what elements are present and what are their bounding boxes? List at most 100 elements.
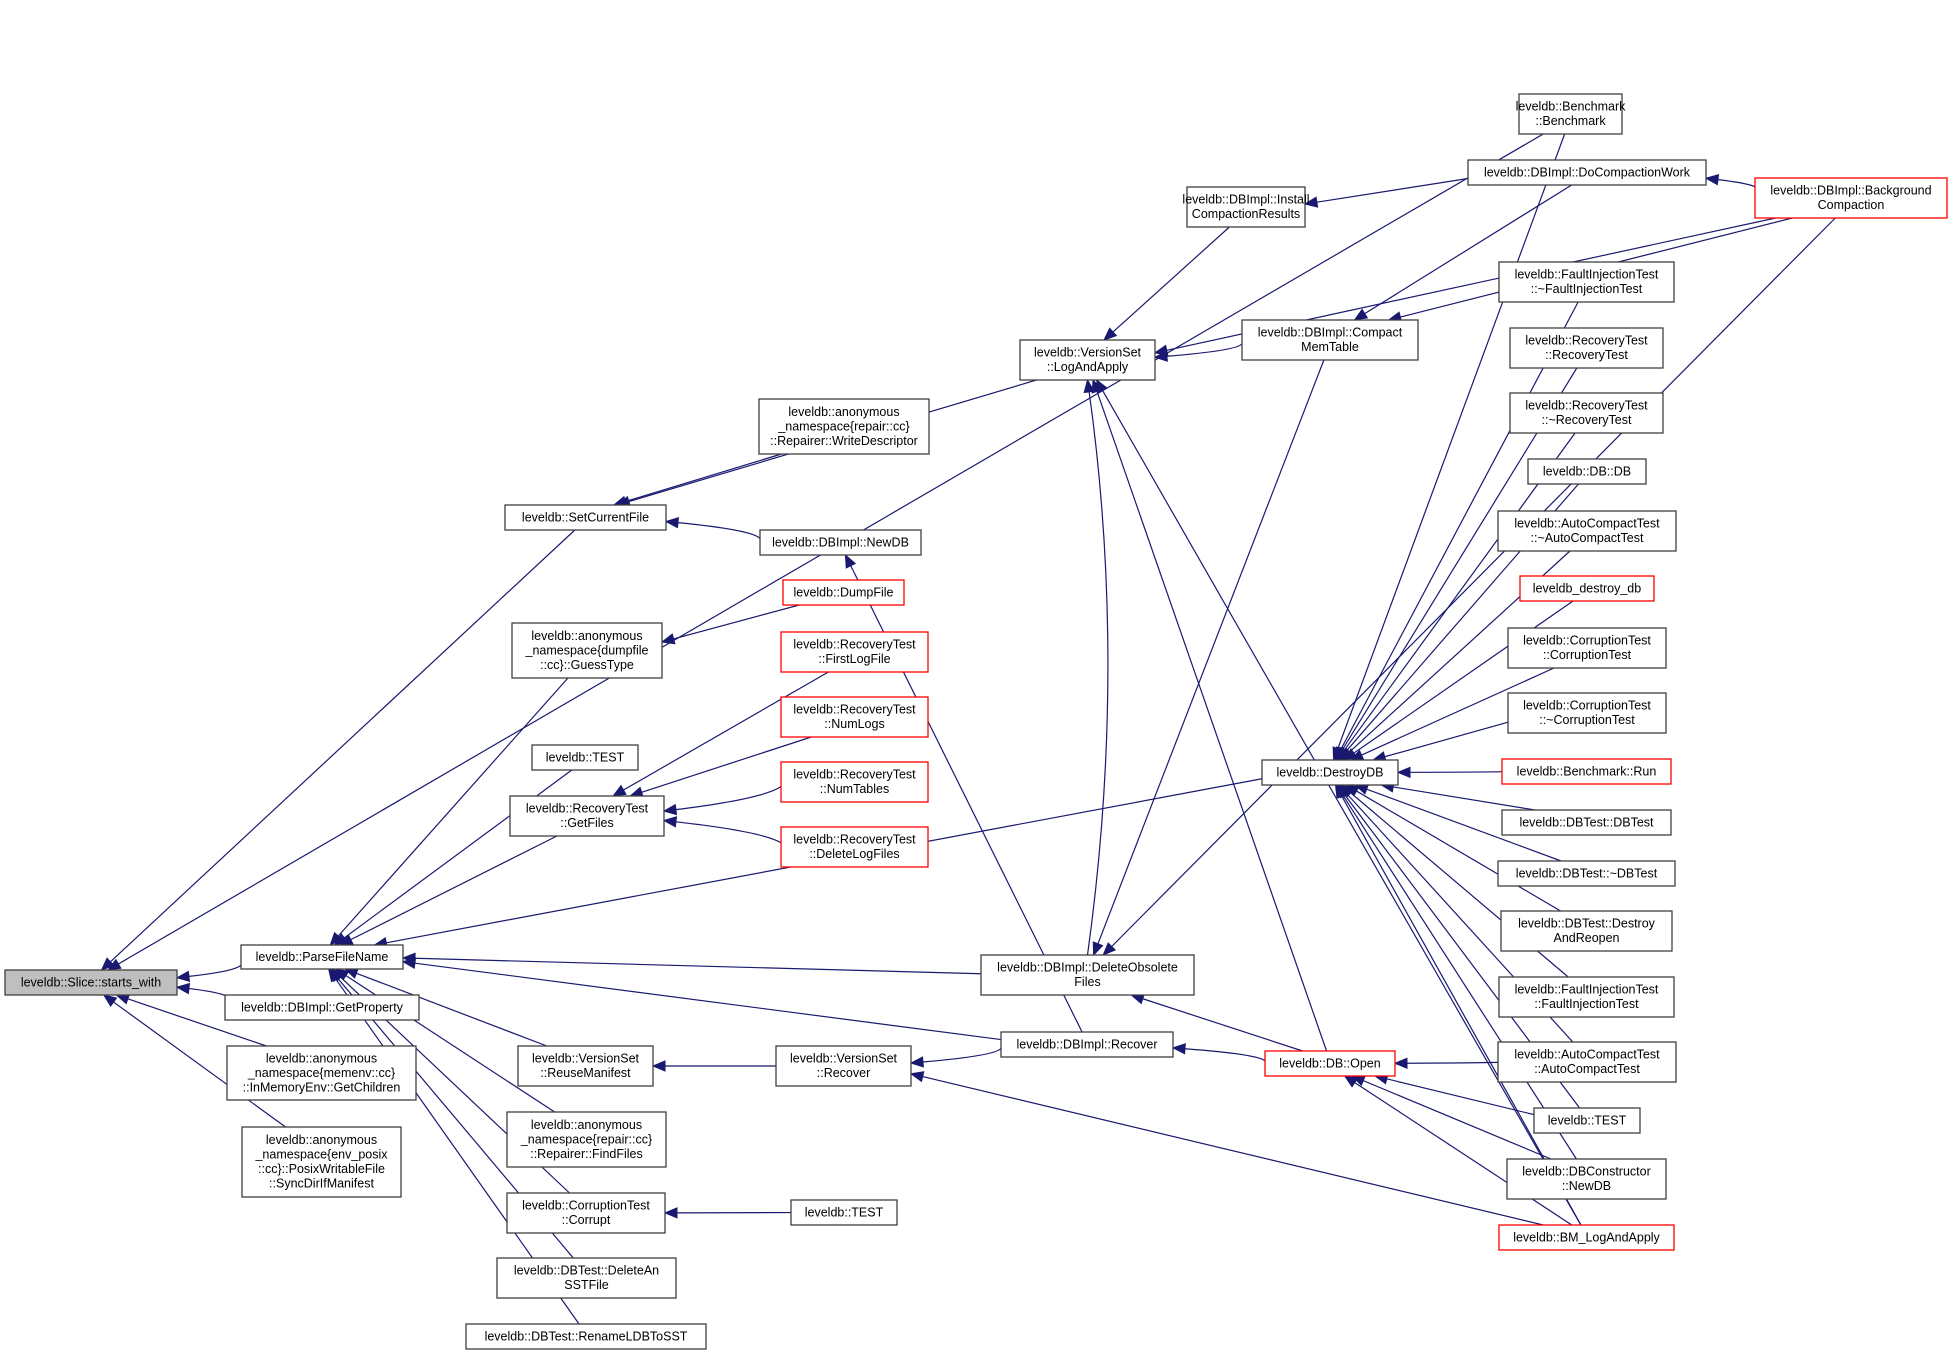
node-recoverydtor[interactable]: leveldb::RecoveryTest::~RecoveryTest — [1509, 392, 1664, 434]
call-edge-corruptionctor-to-destroydb — [1349, 667, 1555, 761]
node-box — [1500, 910, 1673, 952]
node-label: leveldb::anonymous — [788, 405, 899, 419]
node-numlogs[interactable]: leveldb::RecoveryTest::NumLogs — [780, 696, 929, 738]
node-reusemanifest[interactable]: leveldb::VersionSet::ReuseManifest — [517, 1045, 654, 1087]
call-edge-deleteobsolete-to-parsefilename — [401, 952, 982, 975]
node-label: leveldb::DBImpl::Compact — [1258, 326, 1403, 340]
node-box — [531, 744, 639, 771]
node-box — [1527, 458, 1647, 485]
node-label: leveldb::DBTest::DBTest — [1519, 815, 1654, 829]
node-test3[interactable]: leveldb::TEST — [1533, 1107, 1641, 1134]
node-newdb[interactable]: leveldb::DBImpl::NewDB — [759, 529, 922, 556]
node-dbopen[interactable]: leveldb::DB::Open — [1264, 1050, 1396, 1077]
arrowhead-icon — [1102, 942, 1117, 956]
node-recoveryctor[interactable]: leveldb::RecoveryTest::RecoveryTest — [1509, 327, 1664, 369]
node-destroydb[interactable]: leveldb::DestroyDB — [1261, 759, 1399, 786]
node-dbtestdtor[interactable]: leveldb::DBTest::~DBTest — [1497, 860, 1676, 887]
node-test2[interactable]: leveldb::TEST — [790, 1199, 898, 1226]
node-installcompaction[interactable]: leveldb::DBImpl::InstallCompactionResult… — [1182, 186, 1310, 228]
node-test1[interactable]: leveldb::TEST — [531, 744, 639, 771]
node-label: ::FirstLogFile — [818, 652, 890, 666]
node-getproperty[interactable]: leveldb::DBImpl::GetProperty — [224, 994, 420, 1021]
node-dbdb[interactable]: leveldb::DB::DB — [1527, 458, 1647, 485]
call-edge-getfiles-to-parsefilename — [338, 835, 558, 946]
node-box — [1507, 627, 1667, 669]
node-label: ::NumLogs — [824, 717, 884, 731]
node-label: leveldb::anonymous — [266, 1133, 377, 1147]
node-corrupt[interactable]: leveldb::CorruptionTest::Corrupt — [506, 1192, 666, 1234]
node-docompactionwork[interactable]: leveldb::DBImpl::DoCompactionWork — [1467, 159, 1707, 186]
node-destroydbc[interactable]: leveldb_destroy_db — [1519, 575, 1655, 602]
node-label: leveldb::RecoveryTest — [1525, 399, 1648, 413]
node-box — [506, 1111, 667, 1168]
call-edge-parsefilename-to-starts_with — [175, 961, 243, 983]
node-box — [509, 795, 665, 837]
node-findfiles[interactable]: leveldb::anonymous_namespace{repair::cc}… — [506, 1111, 667, 1168]
node-bmlogandapply[interactable]: leveldb::BM_LogAndApply — [1498, 1224, 1675, 1251]
call-edge-installcompaction-to-logandapply — [1103, 226, 1230, 341]
node-dumpfile[interactable]: leveldb::DumpFile — [782, 579, 905, 606]
node-dbtestctor[interactable]: leveldb::DBTest::DBTest — [1501, 809, 1672, 836]
node-label: leveldb::AutoCompactTest — [1514, 517, 1660, 531]
node-box — [1519, 575, 1655, 602]
node-box — [465, 1323, 707, 1350]
arrowhead-icon — [662, 816, 678, 828]
node-label: ::NumTables — [820, 782, 889, 796]
node-box — [1509, 392, 1664, 434]
node-box — [4, 969, 178, 996]
node-label: leveldb::RecoveryTest — [1525, 334, 1648, 348]
node-label: ::InMemoryEnv::GetChildren — [243, 1080, 401, 1094]
node-corruptionctor[interactable]: leveldb::CorruptionTest::CorruptionTest — [1507, 627, 1667, 669]
node-numtables[interactable]: leveldb::RecoveryTest::NumTables — [780, 761, 929, 803]
call-edge-firstlogfile-to-getfiles — [611, 671, 829, 797]
node-logandapply[interactable]: leveldb::VersionSet::LogAndApply — [1019, 339, 1156, 381]
node-getchildren[interactable]: leveldb::anonymous_namespace{memenv::cc}… — [226, 1045, 417, 1101]
node-label: leveldb::anonymous — [531, 1118, 642, 1132]
node-label: leveldb::DBTest::Destroy — [1518, 917, 1656, 931]
node-writedescriptor[interactable]: leveldb::anonymous_namespace{repair::cc}… — [758, 398, 930, 455]
node-deletelogfiles[interactable]: leveldb::RecoveryTest::DeleteLogFiles — [780, 826, 929, 868]
node-faultctor[interactable]: leveldb::FaultInjectionTest::FaultInject… — [1498, 976, 1675, 1018]
arrowhead-icon — [611, 784, 627, 797]
node-box — [1467, 159, 1707, 186]
node-autocompactdtor[interactable]: leveldb::AutoCompactTest::~AutoCompactTe… — [1497, 510, 1677, 552]
node-syncdir[interactable]: leveldb::anonymous_namespace{env_posix::… — [241, 1126, 402, 1198]
node-label: ::Repairer::FindFiles — [530, 1147, 643, 1161]
node-label: _namespace{env_posix — [254, 1148, 388, 1162]
node-guesstype[interactable]: leveldb::anonymous_namespace{dumpfile::c… — [511, 622, 663, 679]
node-label: leveldb::DumpFile — [793, 585, 893, 599]
node-label: leveldb::DBTest::RenameLDBToSST — [485, 1329, 688, 1343]
node-autocompactctor[interactable]: leveldb::AutoCompactTest::AutoCompactTes… — [1497, 1041, 1677, 1083]
call-edge-bmlogandapply-to-logandapply — [1095, 378, 1582, 1226]
node-benchmarkrun[interactable]: leveldb::Benchmark::Run — [1501, 758, 1672, 785]
arrowhead-icon — [909, 1056, 924, 1068]
arrowhead-icon — [175, 970, 191, 983]
arrowhead-icon — [1303, 196, 1319, 208]
node-setcurrentfile[interactable]: leveldb::SetCurrentFile — [504, 504, 667, 531]
node-faultdtor[interactable]: leveldb::FaultInjectionTest::~FaultInjec… — [1498, 261, 1675, 303]
call-edge-dbtestctor-to-destroydb — [1380, 781, 1536, 811]
node-box — [511, 622, 663, 679]
node-label: Compaction — [1818, 198, 1885, 212]
node-benchmarkctor[interactable]: leveldb::Benchmark::Benchmark — [1516, 93, 1627, 135]
node-dbimplrecover[interactable]: leveldb::DBImpl::Recover — [1000, 1031, 1174, 1058]
node-box — [1261, 759, 1399, 786]
node-parsefilename[interactable]: leveldb::ParseFileName — [240, 944, 404, 970]
call-edge-deletelogfiles-to-getfiles — [662, 816, 782, 844]
node-box — [226, 1045, 417, 1101]
node-renameldbtosst[interactable]: leveldb::DBTest::RenameLDBToSST — [465, 1323, 707, 1350]
node-firstlogfile[interactable]: leveldb::RecoveryTest::FirstLogFile — [780, 631, 929, 673]
node-label: leveldb::DestroyDB — [1277, 765, 1384, 779]
node-box — [1186, 186, 1306, 228]
node-vsrecover[interactable]: leveldb::VersionSet::Recover — [775, 1045, 912, 1087]
node-dbconstructornewdb[interactable]: leveldb::DBConstructor::NewDB — [1506, 1158, 1667, 1200]
node-corruptiondtor[interactable]: leveldb::CorruptionTest::~CorruptionTest — [1507, 692, 1667, 734]
node-getfiles[interactable]: leveldb::RecoveryTest::GetFiles — [509, 795, 665, 837]
node-box — [1498, 976, 1675, 1018]
